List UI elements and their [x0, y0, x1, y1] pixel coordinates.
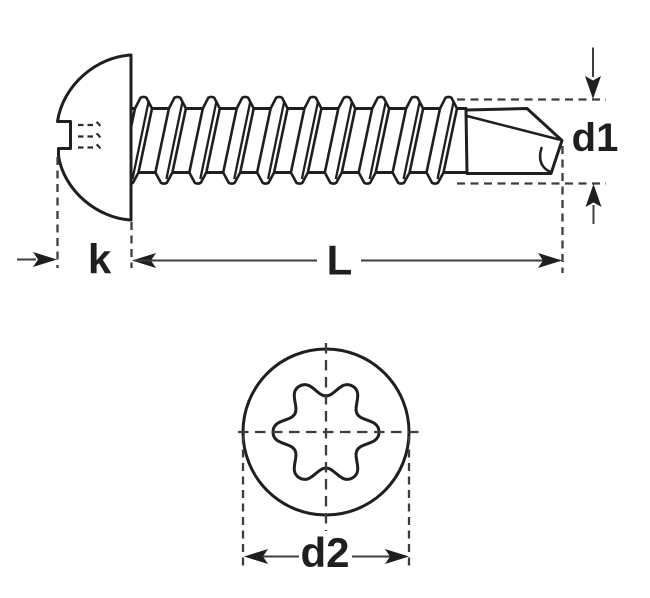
arrowhead-left-icon — [244, 549, 268, 564]
drill-point — [464, 107, 564, 175]
screw-head-outline — [56, 53, 133, 222]
screw-head-top-view: d2 — [238, 343, 424, 576]
drill-point-outline — [464, 107, 564, 175]
arrowhead-right-icon — [385, 549, 409, 564]
screw-head — [56, 53, 133, 222]
dimension-d1: d1 — [572, 47, 619, 224]
arrowhead-up-icon — [585, 184, 602, 207]
dim-label-d2: d2 — [300, 529, 349, 576]
dim-label-k: k — [88, 236, 112, 283]
screw-side-view: k L d1 — [17, 47, 619, 284]
drill-point-lip-curve — [538, 146, 553, 174]
dimension-L: L — [132, 237, 562, 284]
drive-recess-hidden-lines — [78, 121, 102, 153]
arrowhead-right-icon — [538, 253, 562, 268]
dim-label-d1: d1 — [572, 116, 619, 160]
dimension-k: k — [17, 236, 112, 283]
arrowhead-down-icon — [585, 76, 601, 99]
arrowhead-right-icon — [33, 252, 57, 267]
dimension-d2: d2 — [244, 529, 409, 576]
drill-point-flute-line — [465, 114, 561, 141]
dim-label-L: L — [327, 237, 353, 284]
